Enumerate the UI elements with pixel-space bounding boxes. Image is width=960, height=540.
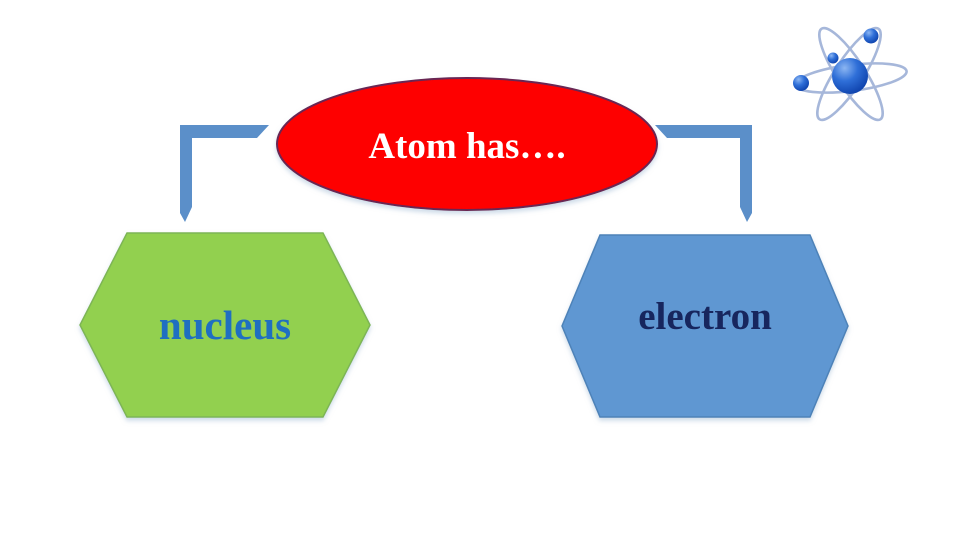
electron-hexagon (561, 234, 849, 418)
atom-icon (793, 26, 908, 122)
atom-electron-sphere-small (827, 52, 839, 64)
left-elbow-connector (180, 125, 269, 222)
atom-electron-sphere-left (793, 75, 809, 91)
title-ellipse (276, 77, 658, 211)
atom-nucleus-sphere (832, 58, 868, 94)
atom-electron-sphere-top (863, 28, 879, 44)
right-elbow-connector (655, 125, 752, 222)
nucleus-hexagon (79, 232, 371, 418)
